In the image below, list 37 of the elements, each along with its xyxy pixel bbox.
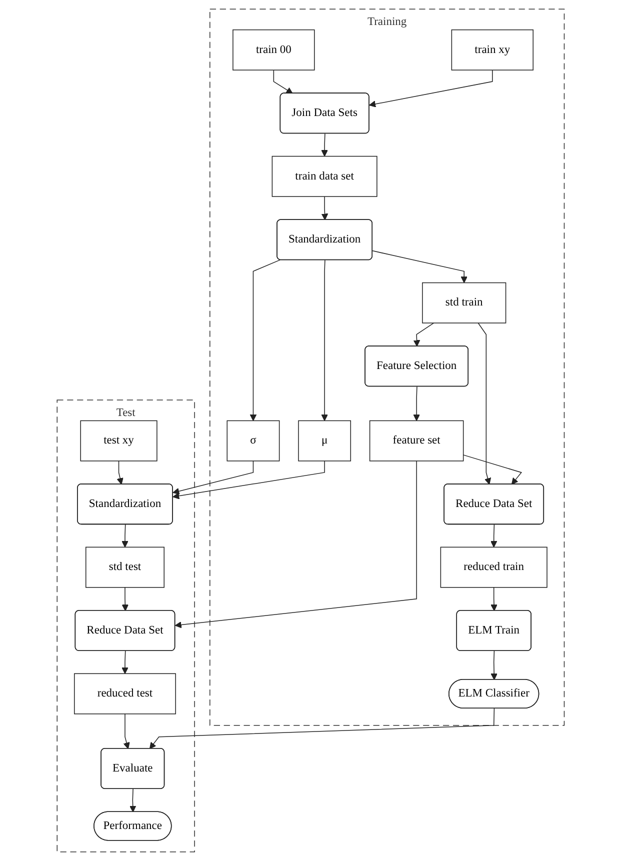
arrow (321, 196, 328, 220)
arrow (368, 70, 493, 108)
node-box (298, 420, 351, 462)
arrow (478, 322, 491, 485)
arrow (121, 650, 128, 674)
arrow (490, 587, 498, 612)
arrow (172, 460, 325, 500)
node-box (440, 546, 548, 588)
node-box (422, 282, 506, 324)
arrow (116, 460, 124, 485)
arrow (321, 260, 328, 422)
arrow (273, 70, 293, 94)
arrow (490, 524, 498, 548)
node-box (232, 29, 315, 70)
node-box (85, 546, 164, 588)
arrow (149, 708, 494, 750)
node-box (369, 420, 464, 462)
arrow (174, 460, 417, 628)
arrow (462, 454, 522, 485)
node-box (272, 156, 378, 197)
arrow (250, 260, 280, 422)
arrow (490, 650, 498, 680)
node-box (80, 420, 158, 462)
node-box (226, 420, 280, 462)
arrow (122, 587, 128, 612)
node-box (451, 29, 534, 70)
arrow (129, 788, 136, 812)
node-box (74, 673, 176, 714)
arrow (413, 386, 420, 422)
arrow (123, 714, 130, 750)
arrow (321, 133, 328, 157)
arrow (121, 524, 128, 548)
arrow (413, 322, 434, 347)
cluster (56, 400, 195, 852)
arrow (172, 460, 254, 494)
cluster (209, 8, 564, 726)
arrow (372, 250, 468, 284)
